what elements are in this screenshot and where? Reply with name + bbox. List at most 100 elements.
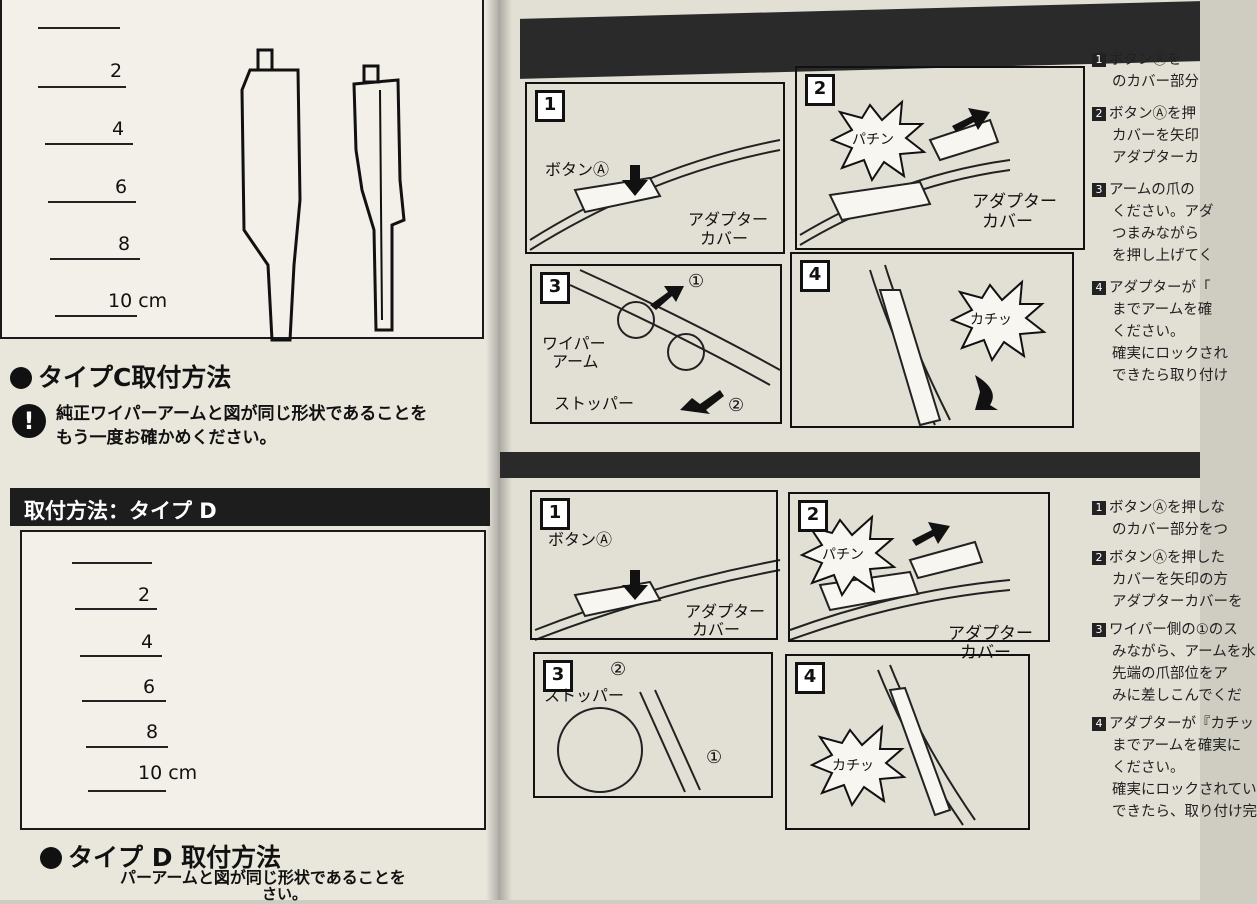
burst-top-4: [949, 279, 1047, 363]
ruler-label: 10 cm: [138, 762, 198, 784]
type-d-notice-line2: さい。: [262, 885, 308, 903]
ruler-line: [86, 746, 168, 748]
ruler-line: [48, 201, 136, 203]
adapter-label: アダプター: [688, 210, 769, 229]
burst-text: カチッ: [832, 758, 874, 774]
instruction-text: を押し上げてく: [1112, 248, 1214, 264]
burst-text: パチン: [822, 547, 864, 563]
step-badge: 4: [1092, 717, 1106, 731]
type-d-heading-text: タイプ D 取付方法: [68, 843, 282, 872]
instruction-text: のカバー部分をつ: [1112, 522, 1228, 538]
instruction-text: アームの爪の: [1109, 182, 1195, 198]
instruction-text: 確実にロックされ: [1112, 346, 1228, 362]
instruction-text: までアームを確: [1112, 302, 1213, 318]
instruction-text: カバーを矢印の方: [1112, 572, 1228, 588]
instruction-text: ワイパー側の①のス: [1109, 622, 1238, 638]
arrow-right-icon: [952, 108, 990, 132]
type-d-section-bar: 取付方法：タイプ D: [10, 488, 490, 526]
instruction-line: つまみながら: [1112, 224, 1199, 244]
stopper-label: ストッパー: [554, 394, 635, 413]
step-badge: 3: [1092, 183, 1106, 197]
step-badge: 1: [1092, 501, 1106, 515]
arrow-down-icon: [622, 165, 648, 196]
step-number: 2: [805, 74, 835, 106]
step-badge: 3: [1092, 623, 1106, 637]
top-step-1: 1: [525, 82, 785, 254]
circle-2-label: ②: [728, 395, 745, 416]
cover-label: カバー: [692, 620, 741, 639]
instruction-line: を押し上げてく: [1112, 246, 1213, 266]
instruction-text: ください。: [1112, 760, 1185, 776]
cover-label: カバー: [982, 212, 1033, 232]
mid-section-bar: [500, 452, 1200, 478]
top-step-2: 2: [795, 66, 1085, 250]
circle-1-label: ①: [706, 747, 723, 768]
instruction-text: アダプターが「: [1109, 280, 1211, 296]
ruler-label: 8: [146, 721, 159, 743]
arm-label: アーム: [552, 352, 599, 371]
instruction-line: までアームを確: [1112, 300, 1212, 320]
instruction-text: までアームを確実に: [1112, 738, 1242, 754]
instruction-line: ください。: [1112, 758, 1185, 778]
arm-clip: [256, 48, 274, 72]
instruction-text: できたら、取り付け完: [1112, 804, 1257, 820]
instruction-line: アダプターカバーを: [1112, 592, 1243, 612]
type-c-size-panel: [0, 0, 484, 339]
instruction-text: つまみながら: [1112, 226, 1199, 242]
burst-text: カチッ: [970, 312, 1012, 328]
step-badge: 2: [1092, 551, 1106, 565]
instruction-line: 確実にロックされ: [1112, 344, 1228, 364]
instruction-line: のカバー部分をつ: [1112, 520, 1228, 540]
burst-bottom-2: [799, 514, 897, 598]
step-number: 4: [800, 260, 830, 292]
type-c-notice-line1: 純正ワイパーアームと図が同じ形状であることを: [56, 404, 428, 424]
instruction-text: 先端の爪部位をア: [1112, 666, 1228, 682]
instruction-text: アダプターが『カチッ: [1109, 716, 1254, 732]
ruler-line: [38, 86, 126, 88]
type-c-heading-text: タイプC取付方法: [38, 363, 232, 392]
adapter-label: アダプター: [972, 192, 1057, 212]
step-badge: 4: [1092, 281, 1106, 295]
instruction-text: ください。: [1112, 324, 1185, 340]
step-number: 3: [543, 660, 573, 692]
ruler-label: 2: [110, 60, 123, 82]
cover-label: カバー: [700, 229, 749, 248]
step-badge: 1: [1092, 53, 1106, 67]
ruler-line: [80, 655, 162, 657]
ruler-line: [38, 27, 120, 29]
line-art: [240, 48, 1047, 826]
instruction-text: ボタンⒶを: [1109, 52, 1182, 68]
bullet-icon: [10, 367, 32, 389]
ruler-label: 10 cm: [108, 290, 168, 312]
instruction-line: のカバー部分: [1112, 72, 1199, 92]
top-step-3: 3: [530, 264, 782, 424]
instruction-line: ください。: [1112, 322, 1185, 342]
burst-text: パチン: [852, 132, 894, 148]
stopper-label: ストッパー: [544, 686, 625, 705]
instruction-line: カバーを矢印の方: [1112, 570, 1228, 590]
ruler-label: 8: [118, 233, 131, 255]
button-a-label: ボタンⒶ: [548, 530, 613, 549]
button-a-label: ボタンⒶ: [545, 160, 610, 179]
instruction-text: ボタンⒶを押した: [1109, 550, 1225, 566]
ruler-label: 6: [143, 676, 156, 698]
instruction-line: 先端の爪部位をア: [1112, 664, 1228, 684]
ruler-label: 6: [115, 176, 128, 198]
instruction-line: ください。アダ: [1112, 202, 1214, 222]
step-number: 3: [540, 272, 570, 304]
adapter-label: アダプター: [685, 602, 766, 621]
type-d-section-title: 取付方法：タイプ D: [24, 499, 217, 523]
bottom-step-2: 2: [788, 492, 1050, 642]
instruction-text: みながら、アームを水: [1112, 644, 1256, 660]
page-fold: [486, 0, 512, 900]
bottom-step-3: 3: [533, 652, 773, 798]
instruction-text: アダプターカ: [1112, 150, 1199, 166]
ruler-line: [55, 315, 137, 317]
instruction-text: ボタンⒶを押: [1109, 106, 1196, 122]
type-c-notice-line2: もう一度お確かめください。: [56, 428, 277, 448]
